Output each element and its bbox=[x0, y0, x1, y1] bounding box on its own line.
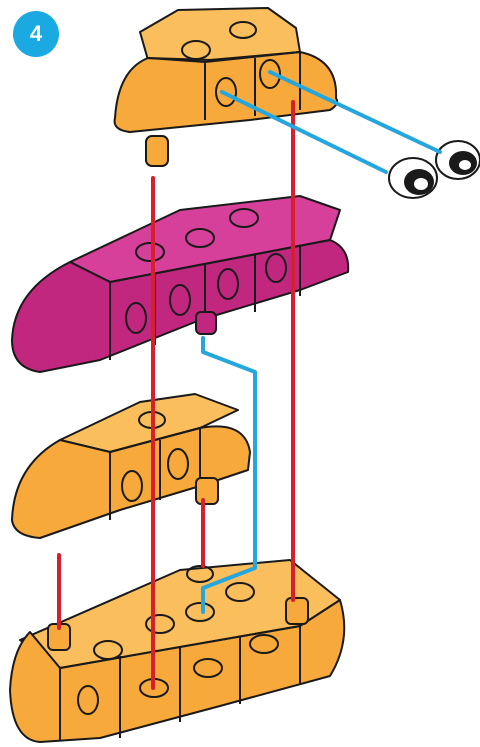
magenta-5x1-curved-block bbox=[12, 196, 348, 372]
orange-2x2-curved-block bbox=[12, 394, 250, 538]
blue-guide-lines bbox=[203, 72, 440, 612]
wheel-peg-icon bbox=[389, 158, 437, 198]
wheel-peg-icon bbox=[436, 141, 480, 179]
